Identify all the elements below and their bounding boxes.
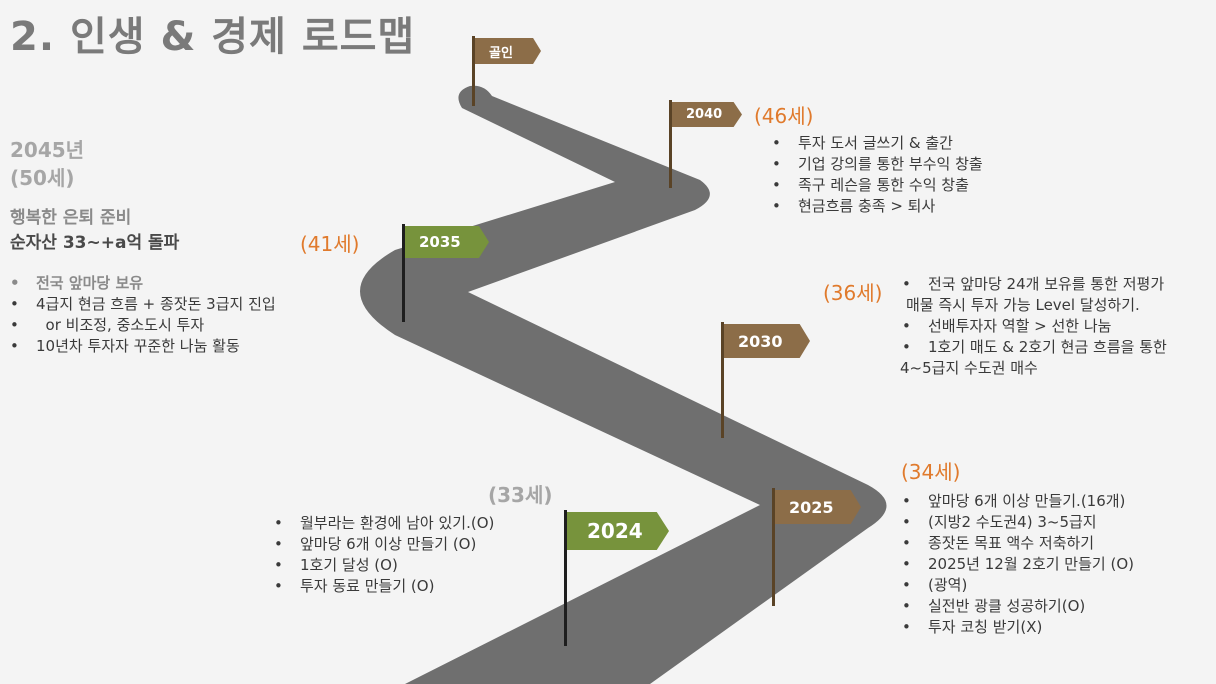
age-34: (34세) [901,460,961,484]
left-age: (50세) [10,166,75,190]
list-item: 1호기 달성 (O) [270,555,494,576]
left-goal-1: 행복한 은퇴 준비 [10,208,132,228]
flag-2030: 2030 [724,324,810,358]
list-item: (광역) [898,575,1134,596]
list-46: 투자 도서 글쓰기 & 출간 기업 강의를 통한 부수익 창출 족구 레슨을 통… [768,133,983,217]
flag-pole [402,224,405,322]
list-item: 전국 앞마당 보유 [6,273,276,294]
age-46: (46세) [754,104,814,128]
left-year: 2045년 [10,138,85,162]
page-title: 2. 인생 & 경제 로드맵 [10,14,416,60]
list-item: 1호기 매도 & 2호기 현금 흐름을 통한 [898,337,1216,358]
flag-pole [472,36,475,106]
winding-road [360,85,887,684]
list-item: 4급지 현금 흐름 + 종잣돈 3급지 진입 [6,294,276,315]
flag-2040: 2040 [672,102,742,127]
list-item: 2025년 12월 2호기 만들기 (O) [898,554,1134,575]
list-item: 전국 앞마당 24개 보유를 통한 저평가 [898,274,1216,295]
list-item: 실전반 광클 성공하기(O) [898,596,1134,617]
flag-pole [772,488,775,606]
list-item-continued: 4~5급지 수도권 매수 [900,359,1038,377]
list-item: (지방2 수도권4) 3~5급지 [898,512,1134,533]
list-item: or 비조정, 중소도시 투자 [6,315,276,336]
list-item: 투자 도서 글쓰기 & 출간 [768,133,983,154]
list-item: 기업 강의를 통한 부수익 창출 [768,154,983,175]
list-34: 앞마당 6개 이상 만들기.(16개) (지방2 수도권4) 3~5급지 종잣돈… [898,491,1134,638]
list-item: 족구 레슨을 통한 수익 창출 [768,175,983,196]
flag-2025: 2025 [775,490,861,524]
flag-pole [721,322,724,438]
list-item: 현금흐름 충족 > 퇴사 [768,196,983,217]
flag-pole [669,100,672,188]
list-item: 종잣돈 목표 액수 저축하기 [898,533,1134,554]
flag-goal: 골인 [475,38,541,64]
list-item: 월부라는 환경에 남아 있기.(O) [270,513,494,534]
list-item-continued: 매물 즉시 투자 가능 Level 달성하기. [906,296,1140,314]
list-33: 월부라는 환경에 남아 있기.(O) 앞마당 6개 이상 만들기 (O) 1호기… [270,513,494,597]
age-41: (41세) [300,232,360,256]
list-item: 앞마당 6개 이상 만들기.(16개) [898,491,1134,512]
list-item: 10년차 투자자 꾸준한 나눔 활동 [6,336,276,357]
list-item: 선배투자자 역할 > 선한 나눔 [898,316,1216,337]
list-36: 전국 앞마당 24개 보유를 통한 저평가 매물 즉시 투자 가능 Level … [898,274,1216,379]
flag-2024: 2024 [567,512,669,550]
flag-pole [564,510,567,646]
list-item: 앞마당 6개 이상 만들기 (O) [270,534,494,555]
left-list: 전국 앞마당 보유 4급지 현금 흐름 + 종잣돈 3급지 진입 or 비조정,… [6,273,276,357]
list-item: 투자 동료 만들기 (O) [270,576,494,597]
flag-2035: 2035 [405,226,489,258]
age-36: (36세) [823,281,883,305]
list-item: 투자 코칭 받기(X) [898,617,1134,638]
age-33: (33세) [488,483,553,507]
left-goal-2: 순자산 33~+a억 돌파 [10,233,180,253]
